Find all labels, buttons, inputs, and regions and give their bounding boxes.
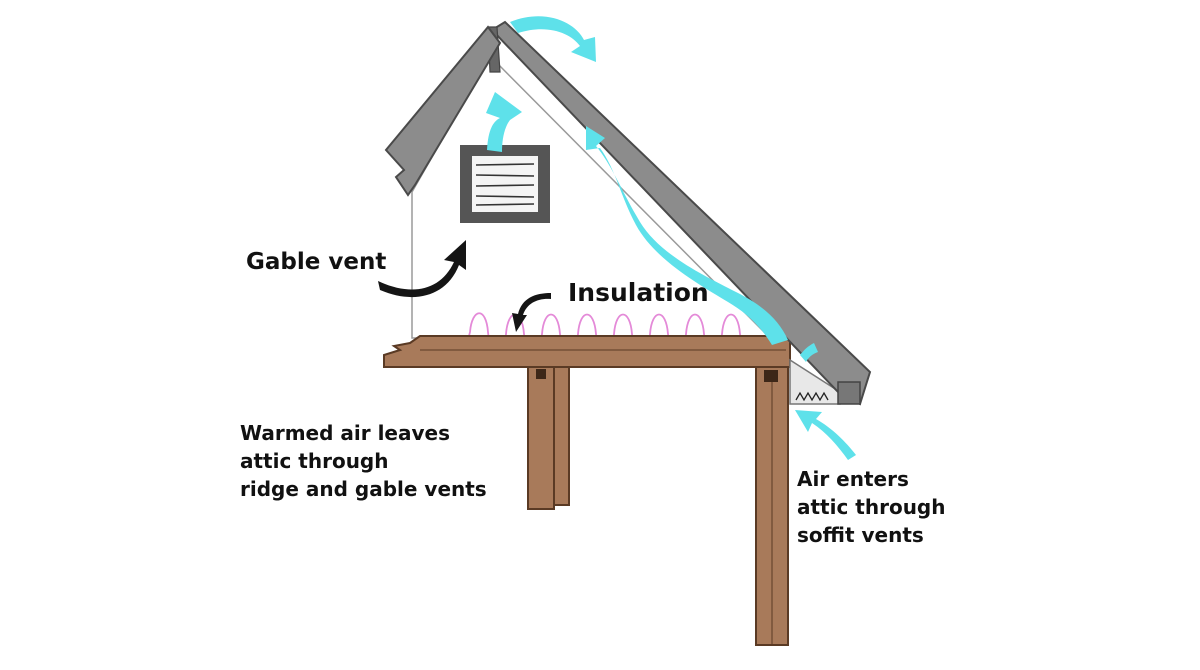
insulation-label: Insulation (568, 278, 709, 307)
gable-vent-label-text: Gable vent (246, 249, 387, 275)
soffit-lift-arrow (800, 343, 818, 362)
ceiling-joist (383, 335, 791, 368)
air-enters-line-1: Air enters (797, 467, 909, 491)
interior-wall-studs (527, 366, 570, 510)
gable-vent-pointer-arrow (378, 240, 466, 298)
air-enters-line-2: attic through (797, 495, 946, 519)
insulation-label-text: Insulation (568, 278, 709, 307)
warmed-air-line-3: ridge and gable vents (240, 477, 487, 501)
ridge-exhaust-arrow (510, 16, 596, 62)
soffit-intake-arrow (795, 410, 856, 460)
warmed-air-label: Warmed air leaves attic through ridge an… (240, 419, 487, 503)
gable-vent-louver (460, 145, 550, 223)
roof-left-slope (384, 25, 502, 197)
gable-exhaust-arrow (486, 92, 522, 152)
air-enters-line-3: soffit vents (797, 523, 924, 547)
gable-vent-label: Gable vent (246, 249, 386, 275)
roof-underside-airflow-arrow (586, 126, 788, 345)
warmed-air-line-2: attic through (240, 449, 389, 473)
roof-fascia (837, 381, 861, 405)
warmed-air-line-1: Warmed air leaves (240, 421, 450, 445)
pointer-arrows (378, 240, 551, 332)
air-enters-label: Air enters attic through soffit vents (797, 465, 946, 549)
exterior-wall-stud (755, 366, 789, 646)
airflow-arrows (486, 16, 856, 460)
insulation-pointer-arrow (512, 293, 551, 332)
